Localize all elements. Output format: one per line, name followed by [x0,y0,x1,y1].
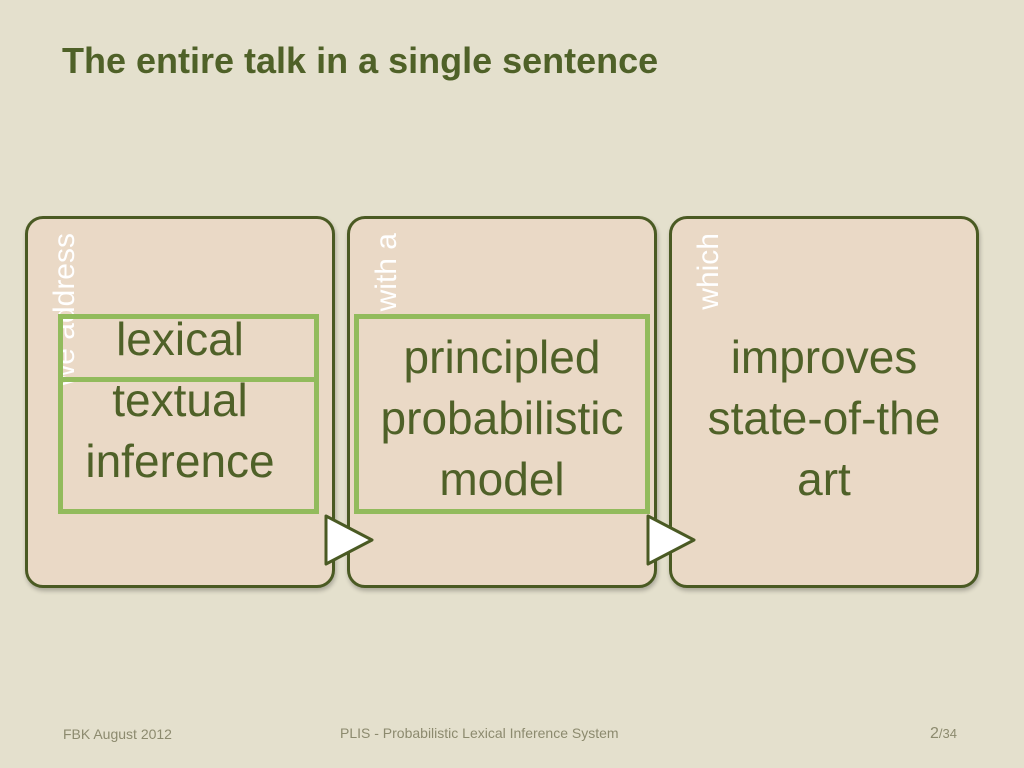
next-arrow-icon [646,514,696,566]
card-1-line-1: lexical [116,313,244,365]
card-1-line-2: textual [112,374,248,426]
page-current: 2 [930,725,939,742]
process-card-3: which improves state-of-the art [669,216,979,588]
next-arrow-icon [324,514,374,566]
card-2-line-3: model [439,453,565,505]
card-2-line-2: probabilistic [380,392,624,444]
card-2-line-1: principled [403,331,601,383]
card-3-label: which [692,233,725,310]
slide-title: The entire talk in a single sentence [62,40,659,81]
card-2-label: with a [370,233,403,312]
process-card-2: with a principled probabilistic model [347,216,657,588]
card-3-line-1: improves [730,331,918,383]
footer-title: PLIS - Probabilistic Lexical Inference S… [340,725,619,741]
card-1-line-3: inference [85,435,275,487]
card-3-text: improves state-of-the art [672,327,976,510]
process-card-1: we address lexical textual inference [25,216,335,588]
card-3-line-3: art [797,453,851,505]
page-total: /34 [938,726,957,741]
footer-date: FBK August 2012 [63,726,172,742]
page-number: 2/34 [930,725,957,743]
card-1-text: lexical textual inference [28,309,332,492]
card-2-text: principled probabilistic model [350,327,654,510]
card-3-line-2: state-of-the [707,392,941,444]
